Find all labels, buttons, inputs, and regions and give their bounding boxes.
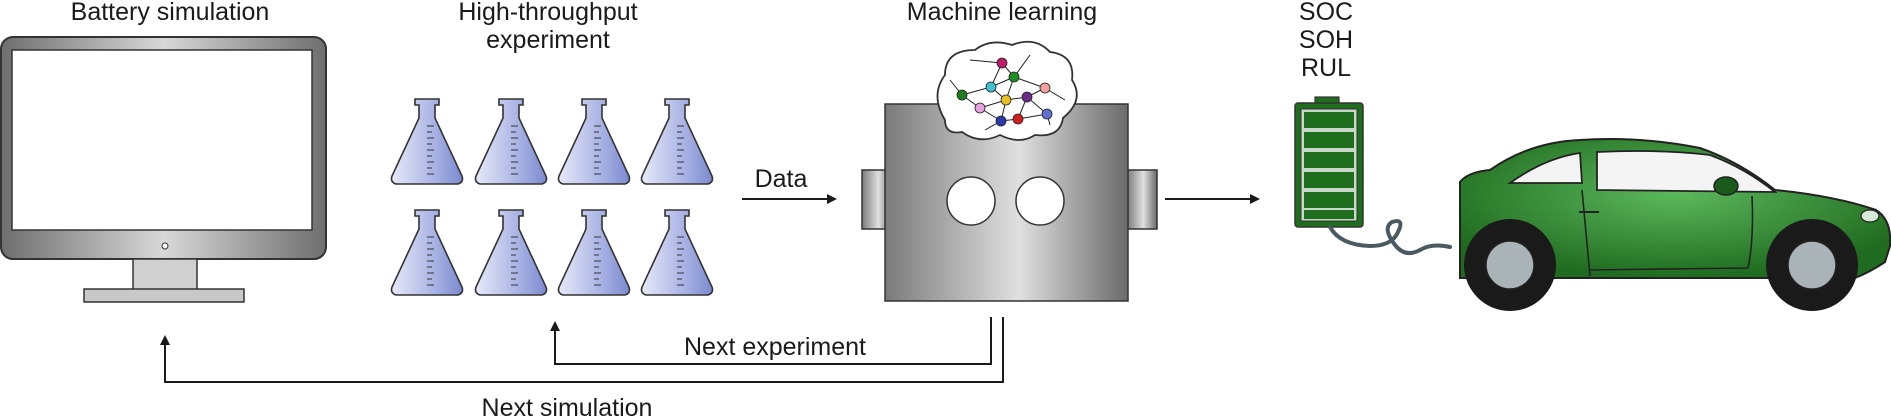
charging-cable xyxy=(1328,219,1452,256)
next-experiment-arrow xyxy=(550,317,992,365)
flask-icon xyxy=(474,209,548,296)
rul-label: RUL xyxy=(1301,54,1351,82)
flask-icon xyxy=(640,209,714,296)
electric-car-icon xyxy=(1459,138,1891,311)
next-experiment-label: Next experiment xyxy=(684,333,866,361)
flask-icon xyxy=(390,98,464,185)
machine-learning-label: Machine learning xyxy=(907,0,1097,26)
next-simulation-label: Next simulation xyxy=(482,394,653,418)
monitor-icon xyxy=(0,36,327,303)
battery-simulation-label: Battery simulation xyxy=(71,0,270,26)
high-throughput-label-line1: High-throughput xyxy=(458,0,637,26)
next-simulation-arrow xyxy=(160,317,1004,383)
flask-icon xyxy=(557,209,631,296)
battery-icon xyxy=(1294,96,1364,228)
flask-grid xyxy=(390,98,464,185)
soc-label: SOC xyxy=(1299,0,1353,26)
soh-label: SOH xyxy=(1299,26,1353,54)
flask-icon xyxy=(640,98,714,185)
data-label: Data xyxy=(755,165,808,193)
flask-icon xyxy=(390,209,464,296)
high-throughput-label-line2: experiment xyxy=(486,26,610,54)
flask-icon xyxy=(474,98,548,185)
flask-icon xyxy=(557,98,631,185)
brain-network-icon xyxy=(936,40,1078,141)
